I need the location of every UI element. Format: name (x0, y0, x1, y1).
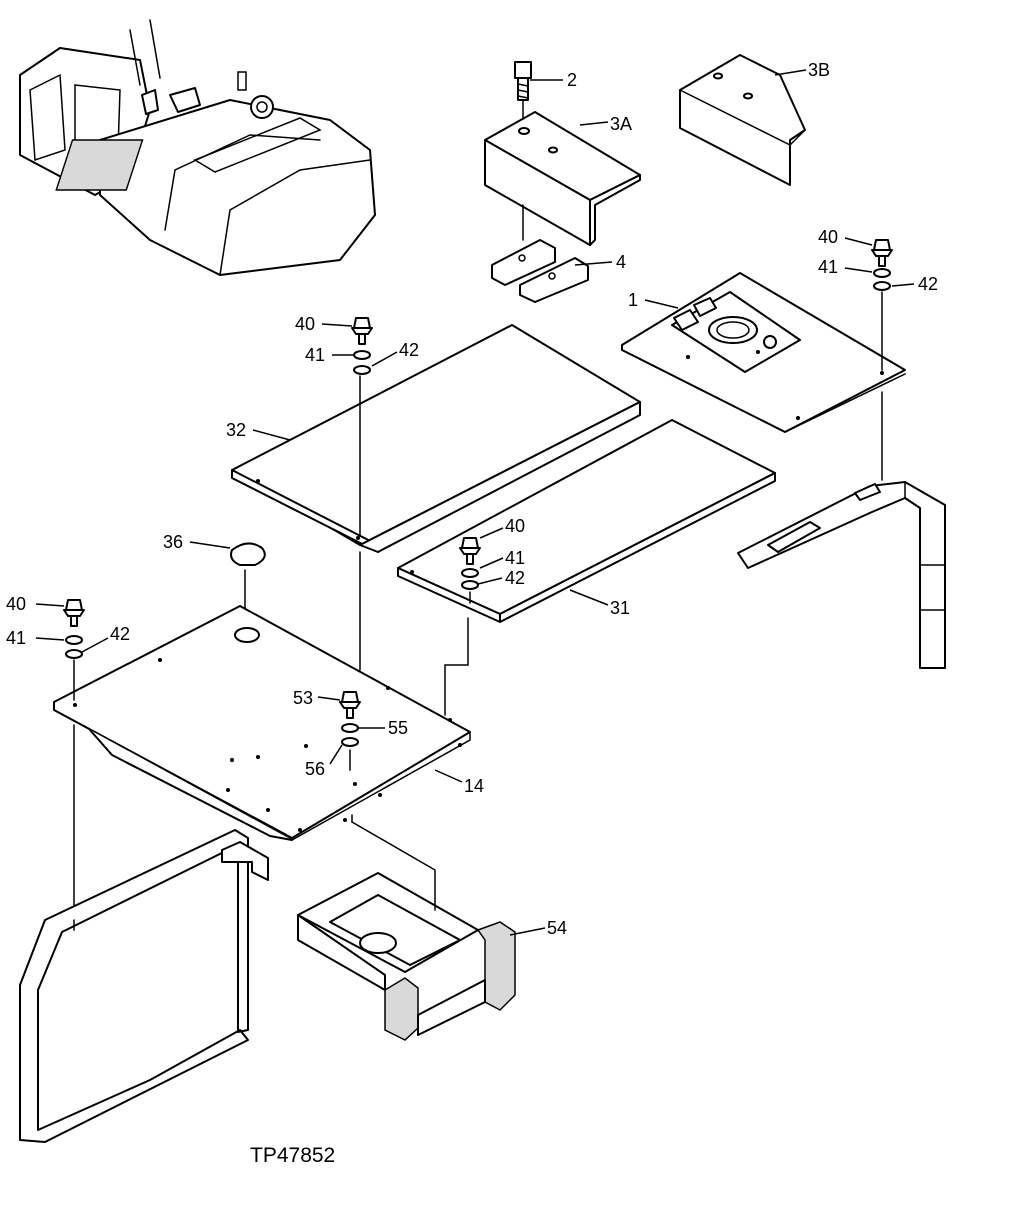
figure-reference-id: TP47852 (250, 1144, 335, 1167)
cover-part-3b (679, 54, 806, 186)
plate-part-1 (621, 272, 906, 433)
callout-55: 55 (388, 718, 408, 738)
callout-40-panel32: 40 (295, 314, 315, 334)
callout-41-panel31: 41 (505, 548, 525, 568)
floor-plate-part-14 (53, 605, 471, 841)
callout-42-panel31: 42 (505, 568, 525, 588)
panel-part-31 (397, 419, 776, 716)
callout-4: 4 (616, 252, 626, 272)
callout-41-panel32: 41 (305, 345, 325, 365)
callout-3b: 3B (808, 60, 830, 80)
panel-part-32 (231, 324, 641, 553)
left-frame (19, 829, 269, 1143)
callout-32: 32 (226, 420, 246, 440)
callout-40-right: 40 (818, 227, 838, 247)
callout-2: 2 (567, 70, 577, 90)
callout-42-left: 42 (110, 624, 130, 644)
fastener-stack-32 (351, 317, 373, 671)
callout-56: 56 (305, 759, 325, 779)
excavator-overview (19, 19, 376, 276)
callout-40-panel31: 40 (505, 516, 525, 536)
callout-54: 54 (547, 918, 567, 938)
callout-40-left: 40 (6, 594, 26, 614)
fastener-stack-53 (339, 691, 361, 771)
callout-42-panel32: 42 (399, 340, 419, 360)
fastener-stack-right (871, 239, 893, 481)
fastener-stack-14 (63, 599, 85, 921)
callout-14: 14 (464, 776, 484, 796)
right-frame (737, 481, 946, 669)
fastener-stack-31 (459, 537, 481, 604)
callout-labels: 2 3A 3B 4 1 40 41 42 40 41 42 32 36 40 4… (6, 60, 938, 1167)
callout-1: 1 (628, 290, 638, 310)
leader-lines (35, 69, 915, 936)
callout-42-right: 42 (918, 274, 938, 294)
callout-41-right: 41 (818, 257, 838, 277)
callout-3a: 3A (610, 114, 632, 134)
callout-31: 31 (610, 598, 630, 618)
callout-36: 36 (163, 532, 183, 552)
callout-53: 53 (293, 688, 313, 708)
cover-part-3a (484, 111, 641, 246)
cap-part-36 (230, 542, 266, 616)
bracket-part-4 (491, 239, 589, 303)
block-part-54 (297, 814, 516, 1041)
callout-41-left: 41 (6, 628, 26, 648)
